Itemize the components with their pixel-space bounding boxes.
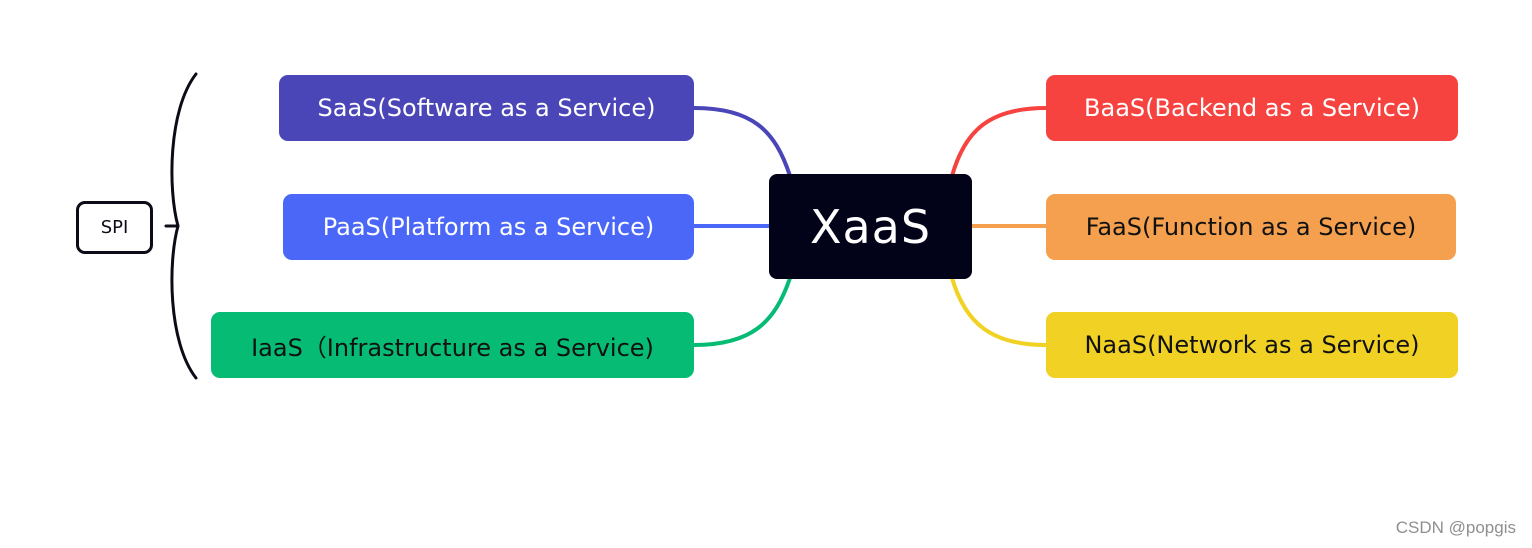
spi-label: SPI xyxy=(100,217,129,238)
central-node-label: XaaS xyxy=(809,199,932,254)
watermark: CSDN @popgis xyxy=(1395,518,1516,537)
node-saas: SaaS(Software as a Service) xyxy=(279,75,694,141)
node-baas-label: BaaS(Backend as a Service) xyxy=(1084,94,1420,122)
connector-saas xyxy=(692,106,792,178)
node-naas-label: NaaS(Network as a Service) xyxy=(1084,331,1420,359)
central-node-xaas: XaaS xyxy=(769,174,972,279)
node-iaas-label: IaaS（Infrastructure as a Service) xyxy=(251,333,654,362)
node-iaas: IaaS（Infrastructure as a Service) xyxy=(211,312,694,378)
node-paas: PaaS(Platform as a Service) xyxy=(283,194,694,260)
node-saas-label: SaaS(Software as a Service) xyxy=(317,94,656,122)
node-paas-label: PaaS(Platform as a Service) xyxy=(322,213,655,241)
node-baas: BaaS(Backend as a Service) xyxy=(1046,75,1458,141)
node-naas: NaaS(Network as a Service) xyxy=(1046,312,1458,378)
connector-naas xyxy=(950,276,1048,347)
connector-iaas xyxy=(692,276,792,347)
node-faas-label: FaaS(Function as a Service) xyxy=(1085,213,1417,241)
connector-baas xyxy=(950,106,1048,178)
spi-box: SPI xyxy=(76,201,153,254)
node-faas: FaaS(Function as a Service) xyxy=(1046,194,1456,260)
